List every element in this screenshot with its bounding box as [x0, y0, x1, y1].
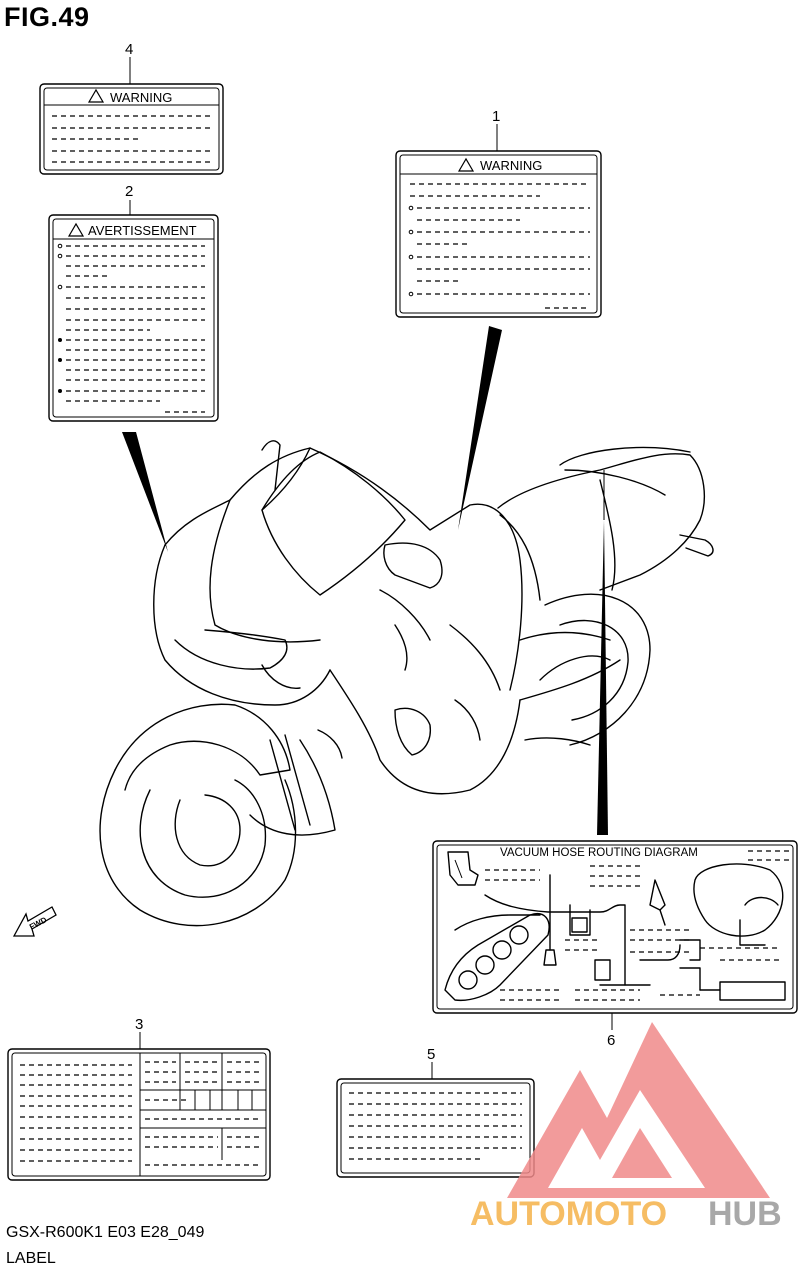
- callout-number-1: 1: [492, 108, 500, 125]
- label-5: [336, 1078, 535, 1178]
- label-1-warning: WARNING: [395, 150, 602, 318]
- callout-number-4: 4: [125, 41, 133, 58]
- callout-ticks: [129, 57, 613, 1080]
- label-4-warning: WARNING: [39, 83, 224, 175]
- label-4-heading: WARNING: [110, 90, 172, 105]
- callout-number-3: 3: [135, 1016, 143, 1033]
- watermark-brand-part1: AUTOMOTO: [470, 1195, 667, 1233]
- figure-title: FIG.49: [4, 2, 90, 32]
- warning-triangle-icon: [87, 88, 105, 103]
- label-2-heading: AVERTISSEMENT: [88, 223, 197, 238]
- label-6-heading: VACUUM HOSE ROUTING DIAGRAM: [500, 847, 698, 859]
- callout-number-2: 2: [125, 183, 133, 200]
- callout-number-5: 5: [427, 1046, 435, 1063]
- leader-lines: [122, 326, 608, 835]
- automotohub-watermark: AUTOMOTO HUB: [470, 1022, 782, 1233]
- figure-caption: LABEL: [6, 1250, 56, 1267]
- callout-number-6: 6: [607, 1032, 615, 1049]
- fwd-arrow-icon: FWD: [12, 906, 57, 937]
- model-code: GSX-R600K1 E03 E28_049: [6, 1224, 205, 1241]
- label-2-avertissement: AVERTISSEMENT: [48, 214, 219, 422]
- label-6-vacuum-diagram: VACUUM HOSE ROUTING DIAGRAM: [432, 840, 798, 1014]
- warning-triangle-icon: [457, 157, 475, 172]
- warning-triangle-icon: [67, 222, 85, 237]
- watermark-brand-part2: HUB: [708, 1195, 782, 1233]
- label-3: [7, 1048, 271, 1181]
- label-1-heading: WARNING: [480, 158, 542, 173]
- callout-numbers: 4 2 1 3 5 6: [125, 41, 615, 1063]
